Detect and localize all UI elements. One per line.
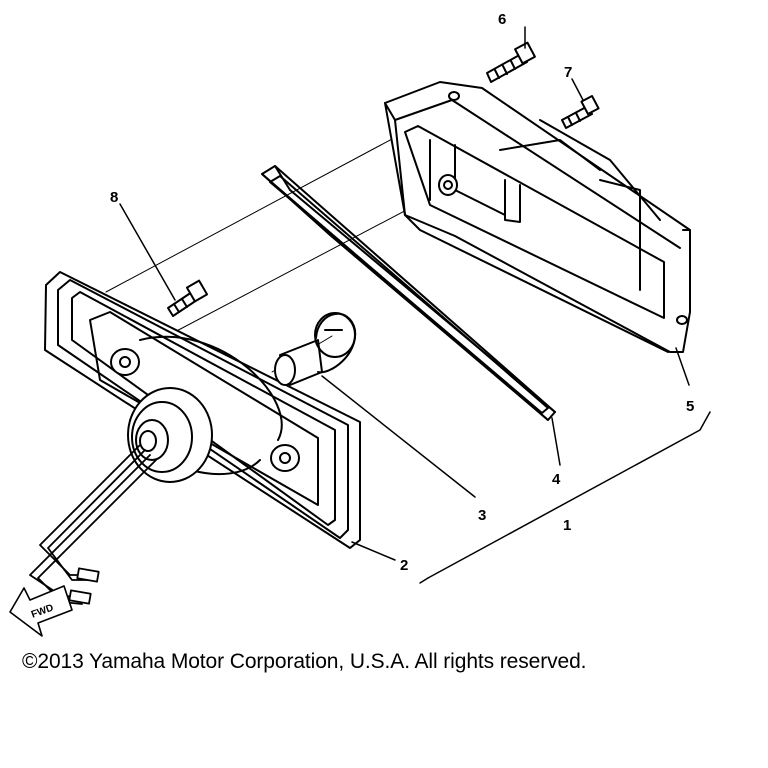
bulb [274,312,357,386]
tail-light-housing [384,81,691,353]
screw-part-8 [167,279,209,317]
forward-direction-arrow: FWD [9,585,73,637]
callout-2: 2 [400,557,408,574]
callout-3: 3 [478,507,486,524]
callout-8: 8 [110,189,118,206]
callout-6: 6 [498,11,506,28]
screw-part-7 [561,95,600,129]
leader-lines [119,26,711,584]
exploded-parts-diagram: 6 7 8 5 4 3 1 2 FWD [9,11,711,637]
callout-1: 1 [563,517,571,534]
wire-harness [29,444,157,605]
screw-part-6 [486,41,536,83]
callout-4: 4 [552,471,561,488]
callout-7: 7 [564,64,572,81]
lens-gasket [261,165,556,421]
callout-5: 5 [686,398,694,415]
copyright-notice: ©2013 Yamaha Motor Corporation, U.S.A. A… [22,650,587,673]
lens-assembly [44,271,361,549]
